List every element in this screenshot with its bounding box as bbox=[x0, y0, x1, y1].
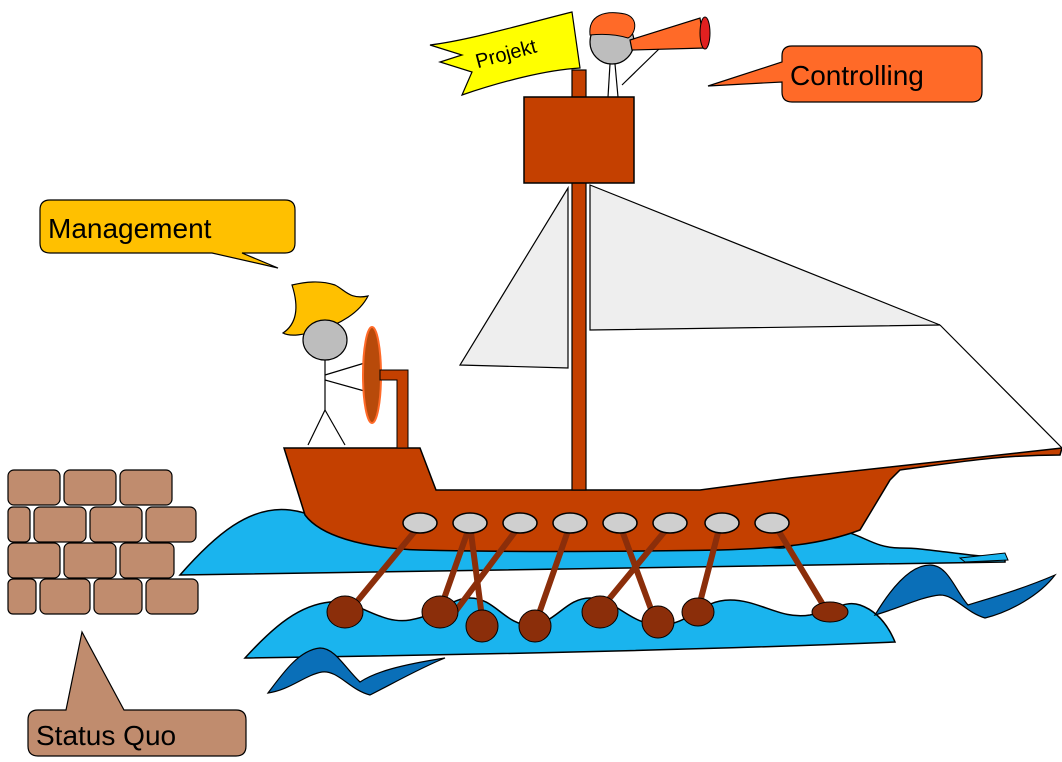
status-quo-callout-shape bbox=[27, 630, 247, 757]
front-sail bbox=[589, 184, 941, 331]
controller-figure bbox=[589, 12, 711, 98]
oars bbox=[347, 522, 828, 628]
crows-nest bbox=[523, 96, 635, 184]
rigging-line bbox=[939, 324, 1062, 449]
telescope-icon bbox=[629, 17, 706, 51]
projekt-flag bbox=[429, 11, 581, 97]
oar-ports bbox=[402, 512, 790, 534]
manager-figure bbox=[281, 281, 409, 449]
management-callout-shape bbox=[39, 199, 296, 269]
telescope-lens bbox=[699, 16, 711, 50]
back-sail bbox=[458, 185, 569, 369]
management-label: Management bbox=[48, 213, 212, 244]
shield-icon bbox=[362, 326, 382, 424]
tiller bbox=[379, 369, 409, 449]
ship-hull bbox=[282, 447, 1062, 553]
manager-head bbox=[302, 319, 348, 361]
controlling-label: Controlling bbox=[790, 60, 924, 91]
controlling-callout-shape bbox=[707, 45, 983, 103]
controller-cap bbox=[589, 12, 636, 39]
brick-wall-icon bbox=[7, 469, 199, 615]
oar-blades bbox=[326, 595, 849, 643]
wave-tail bbox=[958, 552, 1009, 563]
status-quo-label: Status Quo bbox=[36, 720, 176, 751]
dark-wave-left bbox=[266, 647, 446, 696]
dark-wave-right bbox=[873, 564, 1057, 619]
